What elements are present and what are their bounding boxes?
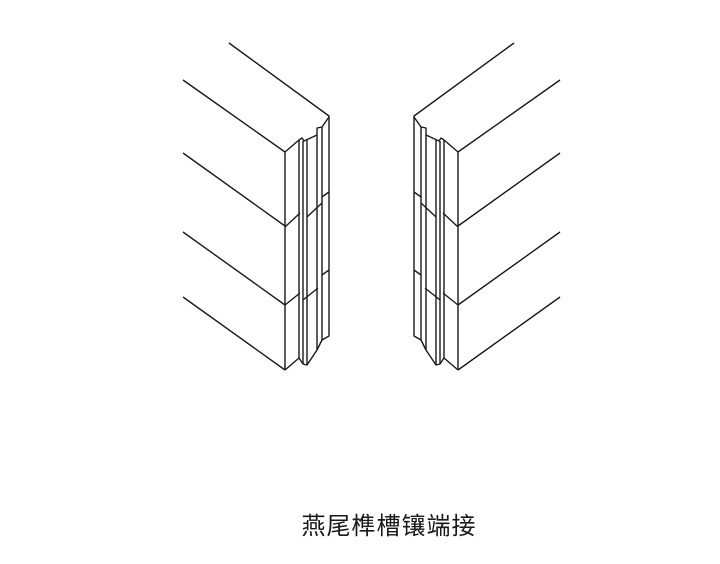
left-board-stack (182, 42, 330, 371)
right-board-stack (413, 42, 561, 371)
diagram-caption: 燕尾榫槽镶端接 (301, 512, 477, 540)
